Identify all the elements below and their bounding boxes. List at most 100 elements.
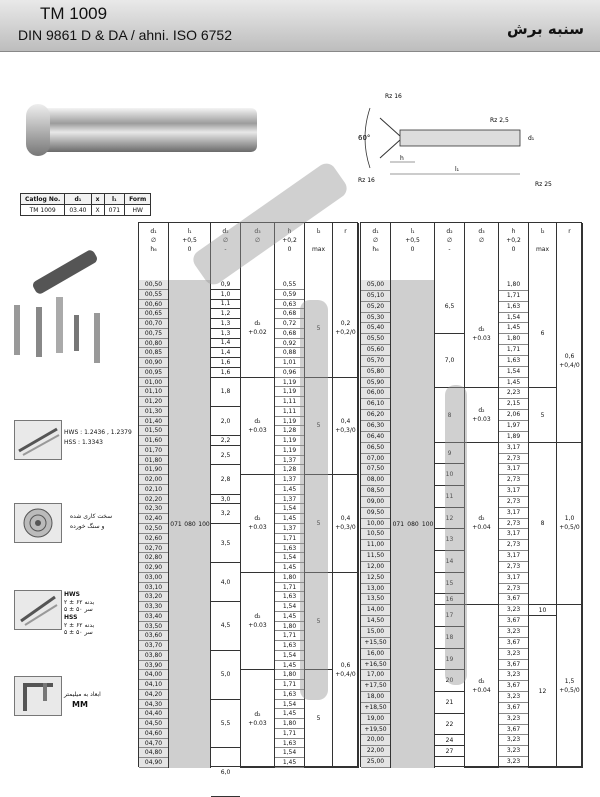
table-cell-d1: 10,00 — [361, 519, 390, 530]
cat-header: l₁ — [103, 193, 126, 205]
cat-header: x — [90, 193, 105, 205]
table-cell-h: 3,23 — [499, 714, 528, 725]
table-cell-h: 1,19 — [275, 446, 304, 456]
table-cell-h: 3,23 — [499, 627, 528, 638]
table-cell-h: 1,01 — [275, 358, 304, 368]
table-cell-h: 1,71 — [275, 729, 304, 739]
table-cell-r: 0,6+0,4/0 — [557, 280, 582, 443]
table-cell-d1: 01,00 — [139, 378, 168, 388]
table-cell-l1: 071 — [392, 520, 405, 528]
table-cell-d1: 05,40 — [361, 323, 390, 335]
table-cell-l2: 6 — [529, 280, 556, 389]
table-cell-h: 3,17 — [499, 573, 528, 584]
table-cell-d2: 8 — [435, 388, 464, 443]
table-cell-l2: 5 — [305, 280, 332, 378]
table-cell-r: 0,4+0,3/0 — [333, 378, 358, 476]
table-cell-d1: 02,60 — [139, 534, 168, 544]
table-cell-h: 1,54 — [275, 504, 304, 515]
table-cell-d1: 02,00 — [139, 475, 168, 485]
table-cell-d2: 21 — [435, 692, 464, 714]
table-cell-d2: 20 — [435, 670, 464, 693]
table-cell-d1: 04,80 — [139, 748, 168, 759]
table-cell-l1: 100 — [421, 520, 434, 528]
table-cell-d1: 05,70 — [361, 356, 390, 367]
cat-header: Catlog No. — [19, 193, 66, 205]
table-cell-d2: 5,0 — [211, 651, 240, 700]
table-cell-d2: 6,0 — [211, 748, 240, 797]
table-cell-l2: 5 — [305, 475, 332, 573]
table-header-d1: d₁∅h₆ — [361, 223, 391, 280]
table-cell-d1: 01,50 — [139, 426, 168, 437]
table-cell-d1: 01,10 — [139, 387, 168, 398]
table-cell-d1: 04,70 — [139, 739, 168, 749]
punch-image — [32, 108, 257, 152]
table-cell-d2: 0,9 — [211, 280, 240, 290]
table-cell-d1: 03,40 — [139, 612, 168, 622]
table-cell-h: 1,89 — [499, 432, 528, 443]
table-cell-h: 1,54 — [499, 367, 528, 378]
table-cell-d2: 1,4 — [211, 339, 240, 349]
table-cell-d2: 11 — [435, 486, 464, 508]
table-cell-d1: 01,90 — [139, 465, 168, 476]
table-cell-h: 1,54 — [275, 602, 304, 612]
drawing-rz25b-label: Rz 25 — [535, 181, 552, 188]
table-cell-d2: 1,6 — [211, 368, 240, 378]
table-cell-d3: d₂+0.03 — [241, 670, 274, 768]
table-cell-d3: d₂+0.03 — [465, 388, 498, 443]
table-cell-d1: 00,80 — [139, 339, 168, 349]
table-cell-d3: d₂+0.02 — [241, 280, 274, 378]
ground-text: و سنگ خورده — [70, 523, 105, 530]
table-cell-d2: 15 — [435, 573, 464, 595]
table-cell-d1: 06,00 — [361, 388, 390, 400]
table-cell-h: 3,17 — [499, 508, 528, 519]
table-cell-h: 1,63 — [275, 544, 304, 554]
table-cell-d1: 04,60 — [139, 729, 168, 739]
hardened-icon — [14, 503, 62, 543]
table-header-d2: d₂∅- — [435, 223, 465, 280]
table-cell-h: 1,54 — [499, 313, 528, 324]
table-cell-h: 2,73 — [499, 540, 528, 552]
punch-product-photo — [14, 250, 100, 363]
drawing-l1-label: l₁ — [455, 166, 460, 173]
table-cell-d1: 02,70 — [139, 544, 168, 554]
table-cell-d1: 00,65 — [139, 309, 168, 320]
table-cell-l2: 10 — [529, 605, 556, 617]
table-cell-d2: 24 — [435, 735, 464, 747]
table-header-r: r — [333, 223, 359, 280]
table-cell-d1: 02,40 — [139, 514, 168, 524]
table-cell-d1: 04,40 — [139, 709, 168, 720]
ghost-punch-shaft — [300, 300, 328, 700]
table-cell-h: 2,73 — [499, 475, 528, 487]
table-cell-d1: 13,00 — [361, 584, 390, 595]
hardness-icon — [14, 590, 62, 630]
table-cell-h: 1,80 — [275, 719, 304, 729]
table-cell-d2: 10 — [435, 464, 464, 487]
table-cell-l2: 5 — [305, 378, 332, 476]
table-cell-h: 3,67 — [499, 616, 528, 628]
table-cell-d1: 05,90 — [361, 378, 390, 389]
table-cell-d2: 3,0 — [211, 495, 240, 505]
table-cell-h: 3,23 — [499, 757, 528, 768]
table-cell-d2: 1,0 — [211, 290, 240, 300]
table-cell-h: 1,63 — [275, 592, 304, 603]
table-cell-d1: 11,00 — [361, 540, 390, 552]
table-cell-d2: 14 — [435, 551, 464, 573]
cat-value: 03.40 — [64, 204, 92, 216]
table-cell-d1: 04,20 — [139, 690, 168, 700]
table-cell-d2: 19 — [435, 649, 464, 671]
table-cell-h: 3,23 — [499, 649, 528, 660]
table-cell-h: 0,59 — [275, 290, 304, 300]
table-cell-d1: 25,00 — [361, 757, 390, 768]
table-cell-d1: 06,20 — [361, 410, 390, 421]
table-cell-d2: 9 — [435, 443, 464, 465]
table-header-d1: d₁∅h₆ — [139, 223, 169, 280]
table-cell-d1: 04,10 — [139, 680, 168, 690]
table-cell-h: 1,45 — [275, 563, 304, 573]
table-cell-d1: +17,50 — [361, 681, 390, 693]
